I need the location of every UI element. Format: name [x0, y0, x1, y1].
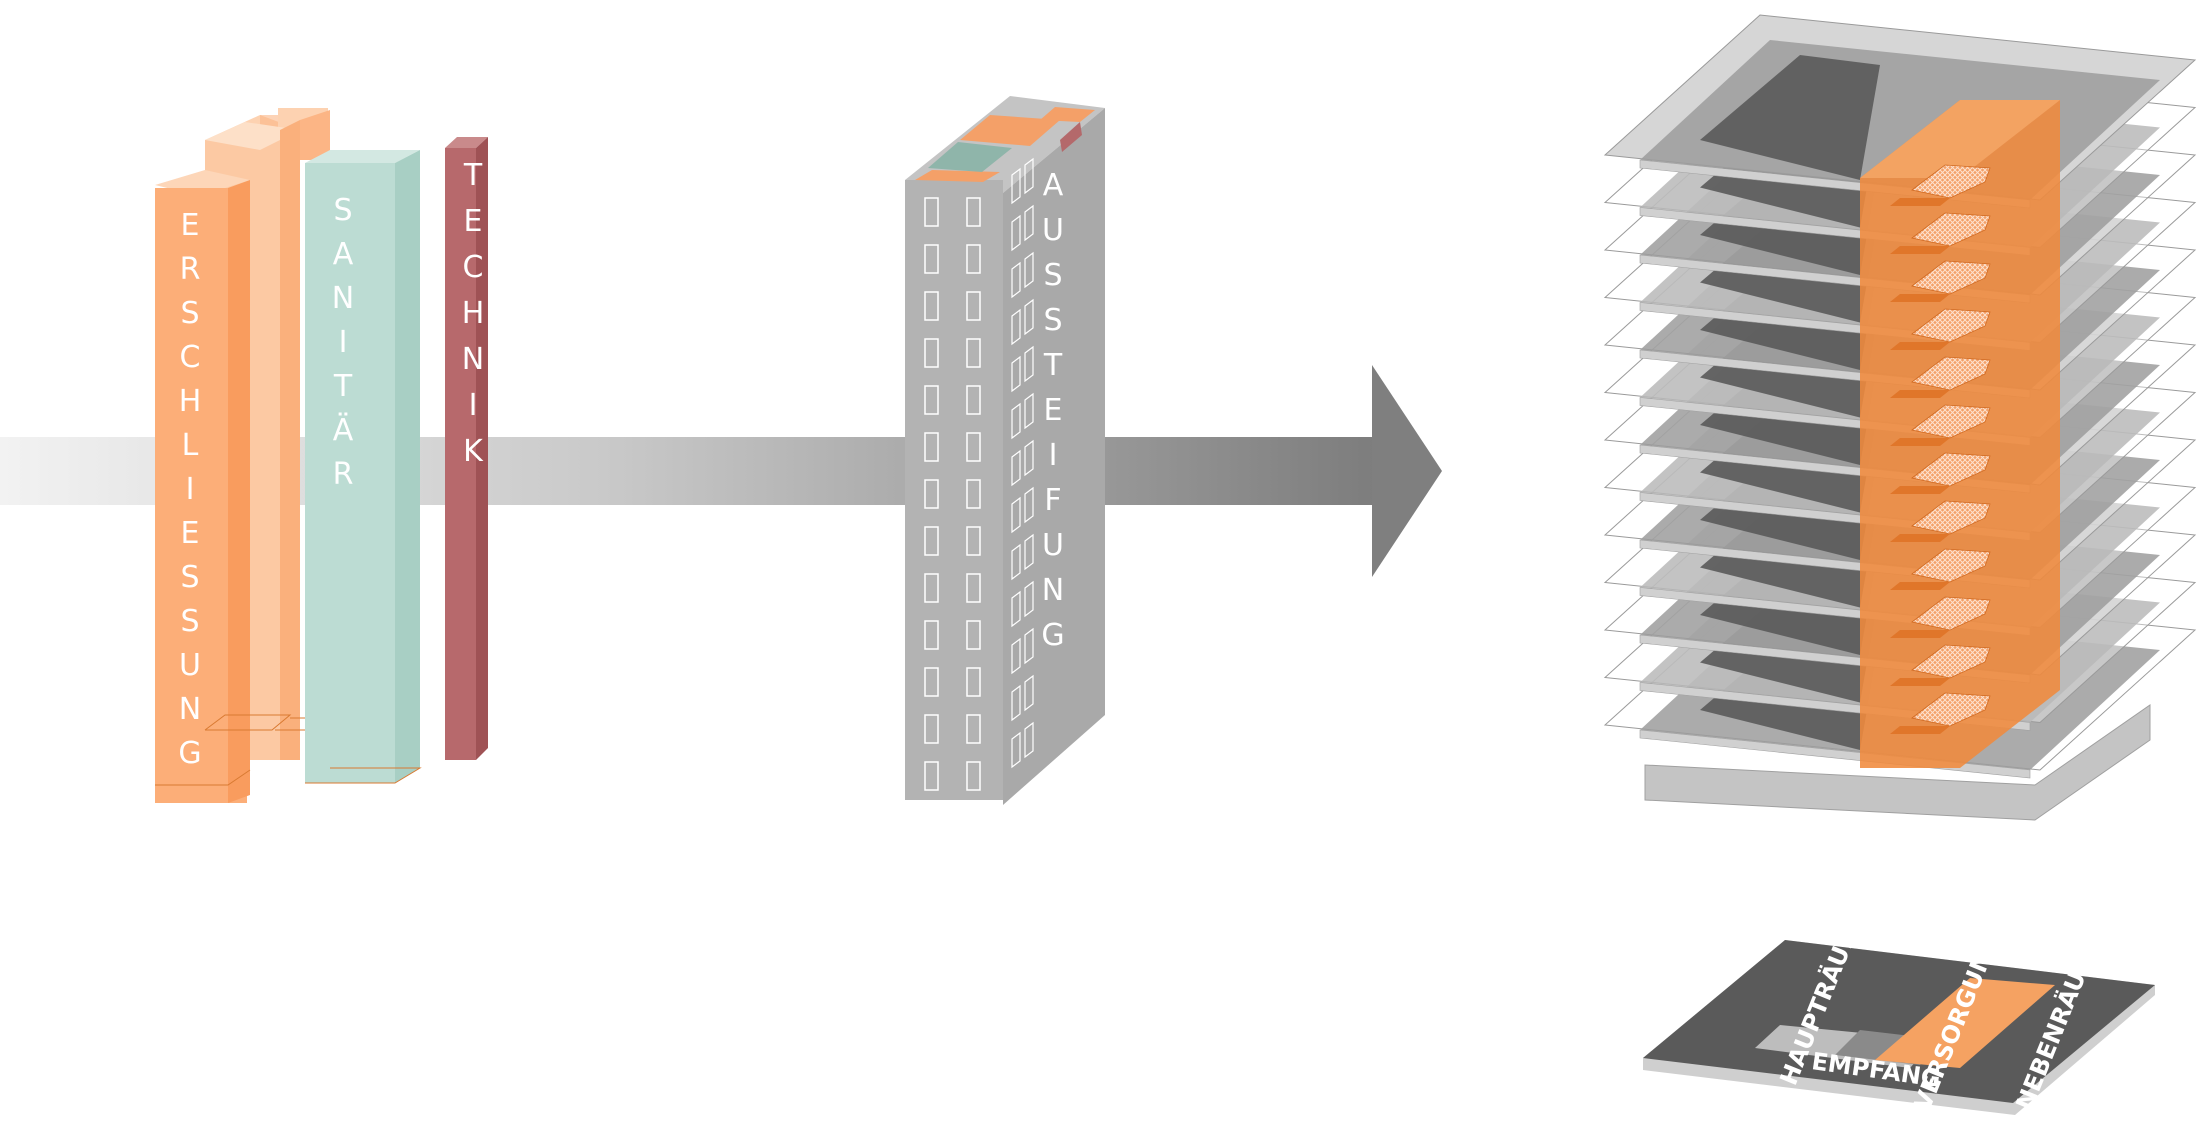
window — [966, 667, 981, 697]
window — [924, 761, 939, 791]
stair-landing — [1890, 726, 1950, 734]
window — [924, 573, 939, 603]
stair-landing — [1890, 198, 1950, 206]
window — [924, 479, 939, 509]
stair-flight — [1911, 356, 1991, 391]
window — [1011, 731, 1021, 769]
window — [924, 197, 939, 227]
stair-flight — [1911, 260, 1991, 295]
window — [924, 432, 939, 462]
window — [1024, 533, 1034, 571]
stair-landing — [1890, 390, 1950, 398]
stair-landing — [1890, 342, 1950, 350]
window — [1011, 543, 1021, 581]
stair-landing — [1890, 630, 1950, 638]
window — [1024, 721, 1034, 759]
window — [966, 714, 981, 744]
stair-flight — [1911, 644, 1991, 679]
window — [1011, 637, 1021, 675]
window — [1024, 580, 1034, 618]
window — [966, 338, 981, 368]
stair-landing — [1890, 534, 1950, 542]
stair-flight — [1911, 692, 1991, 727]
window — [924, 385, 939, 415]
window — [924, 620, 939, 650]
window — [1024, 298, 1034, 336]
window — [966, 479, 981, 509]
window — [966, 385, 981, 415]
stair-flight — [1911, 404, 1991, 439]
tower-windows — [924, 157, 1034, 791]
window — [924, 714, 939, 744]
window — [966, 197, 981, 227]
window — [966, 244, 981, 274]
stair-flights — [1890, 164, 1991, 734]
stair-flight — [1911, 212, 1991, 247]
window — [1024, 345, 1034, 383]
window — [1011, 355, 1021, 393]
window — [1024, 392, 1034, 430]
stair-flight — [1911, 596, 1991, 631]
window — [1024, 251, 1034, 289]
window — [924, 291, 939, 321]
stair-flight — [1911, 164, 1991, 199]
stair-landing — [1890, 486, 1950, 494]
window — [1011, 449, 1021, 487]
building-stack — [1603, 14, 2197, 821]
stair-flight — [1911, 308, 1991, 343]
floor-plan: HAUPTRÄUME VERSORGUNG NEBENRÄUME EMPFANG — [1643, 904, 2155, 1115]
stair-landing — [1890, 582, 1950, 590]
window — [1011, 402, 1021, 440]
window — [966, 620, 981, 650]
window — [1024, 627, 1034, 665]
window — [924, 667, 939, 697]
stair-flight — [1911, 500, 1991, 535]
window — [1024, 439, 1034, 477]
ground-plinth — [1644, 704, 2151, 821]
stair-landing — [1890, 678, 1950, 686]
window — [1011, 684, 1021, 722]
window — [966, 573, 981, 603]
window — [1011, 214, 1021, 252]
window — [966, 761, 981, 791]
stair-flight — [1911, 452, 1991, 487]
orange-core — [1860, 100, 2060, 768]
window — [1024, 157, 1034, 195]
window — [1011, 496, 1021, 534]
window — [966, 432, 981, 462]
window — [924, 526, 939, 556]
stair-landing — [1890, 294, 1950, 302]
window — [966, 291, 981, 321]
window — [1011, 308, 1021, 346]
window — [1024, 674, 1034, 712]
stair-landing — [1890, 246, 1950, 254]
window — [1011, 261, 1021, 299]
window — [1024, 204, 1034, 242]
window — [924, 338, 939, 368]
stair-flight — [1911, 548, 1991, 583]
window — [1011, 590, 1021, 628]
window — [1024, 486, 1034, 524]
window — [924, 244, 939, 274]
window — [1011, 167, 1021, 205]
stair-landing — [1890, 438, 1950, 446]
window — [966, 526, 981, 556]
